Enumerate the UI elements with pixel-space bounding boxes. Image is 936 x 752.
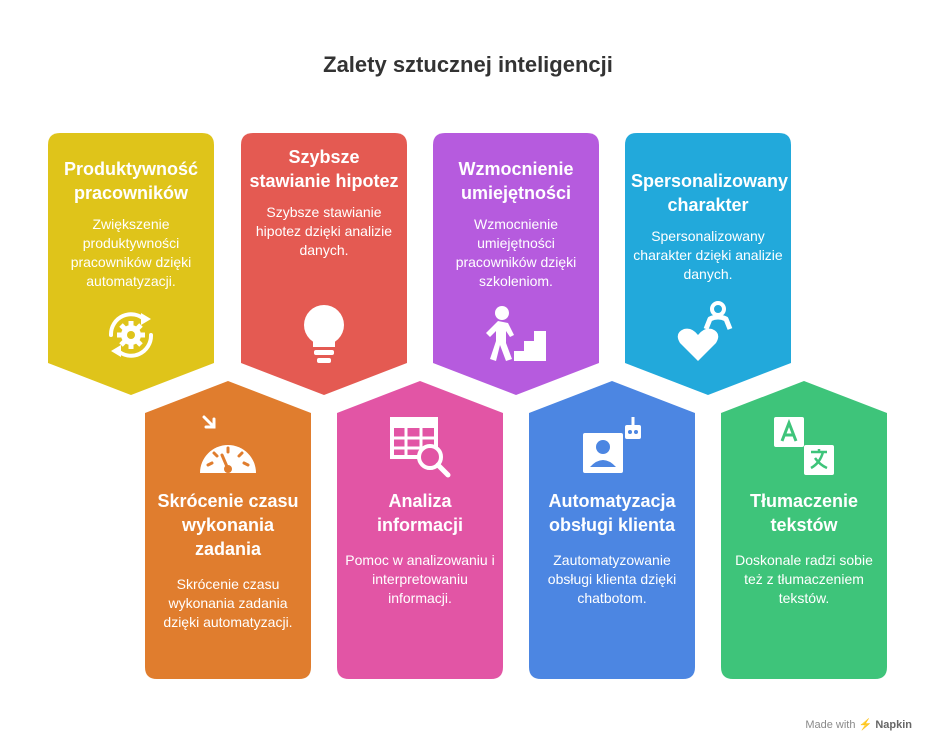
card-title: Produktywność pracowników: [63, 159, 199, 203]
card-skrocenie: Skrócenie czasu wykonania zadania Skróce…: [145, 381, 311, 679]
person-climbing-stairs-icon: [486, 306, 546, 361]
card-shape: [529, 381, 695, 679]
card-description: Zautomatyzowanie obsługi klienta dzięki …: [547, 552, 677, 606]
card-tlumaczenie: Tłumaczenie tekstów Doskonale radzi sobi…: [721, 381, 887, 679]
card-description: Szybsze stawianie hipotez dzięki analizi…: [255, 204, 393, 258]
card-shape: [48, 133, 214, 395]
translate-icon: [774, 417, 834, 475]
card-title: Skrócenie czasu wykonania zadania: [157, 491, 299, 559]
speedometer-icon: [200, 415, 256, 473]
heart-person-icon: [677, 301, 733, 361]
card-description: Spersonalizowany charakter dzięki analiz…: [633, 228, 783, 282]
card-shape: [721, 381, 887, 679]
card-description: Pomoc w analizowaniu i interpretowaniu i…: [345, 552, 495, 606]
card-title: Wzmocnienie umiejętności: [458, 159, 574, 203]
gear-refresh-icon: [108, 312, 154, 358]
card-shape: [433, 133, 599, 395]
table-search-icon: [390, 417, 451, 478]
card-produktywnosc: Produktywność pracowników Zwiększenie pr…: [48, 133, 214, 395]
card-umiejetnosci: Wzmocnienie umiejętności Wzmocnienie umi…: [433, 133, 599, 395]
card-title: Tłumaczenie tekstów: [749, 491, 859, 535]
card-spersonalizowany: Spersonalizowany charakter Spersonalizow…: [625, 133, 791, 395]
card-description: Wzmocnienie umiejętności pracowników dzi…: [455, 216, 577, 289]
card-title: Analiza informacji: [376, 491, 464, 535]
footer-credit: Made with ⚡ Napkin: [805, 718, 912, 731]
card-description: Zwiększenie produktywności pracowników d…: [70, 216, 192, 289]
card-shape: [241, 133, 407, 395]
card-shape: [625, 133, 791, 395]
brand-name: Napkin: [875, 719, 912, 731]
card-shape: [337, 381, 503, 679]
card-description: Skrócenie czasu wykonania zadania dzięki…: [163, 576, 293, 630]
card-hipotezy: Szybsze stawianie hipotez Szybsze stawia…: [241, 133, 407, 395]
card-analiza: Analiza informacji Pomoc w analizowaniu …: [337, 381, 503, 679]
made-with-label: Made with: [805, 719, 856, 731]
card-title: Automatyzacja obsługi klienta: [548, 491, 676, 535]
user-robot-icon: [583, 417, 641, 473]
page-title: Zalety sztucznej inteligencji: [323, 52, 613, 77]
card-title: Spersonalizowany charakter: [631, 171, 789, 215]
card-description: Doskonale radzi sobie też z tłumaczeniem…: [735, 552, 873, 606]
card-automatyzacja: Automatyzacja obsługi klienta Zautomatyz…: [529, 381, 695, 679]
card-shape: [145, 381, 311, 679]
napkin-logo-icon: ⚡: [858, 719, 873, 731]
card-title: Szybsze stawianie hipotez: [249, 147, 399, 191]
lightbulb-icon: [304, 305, 344, 363]
